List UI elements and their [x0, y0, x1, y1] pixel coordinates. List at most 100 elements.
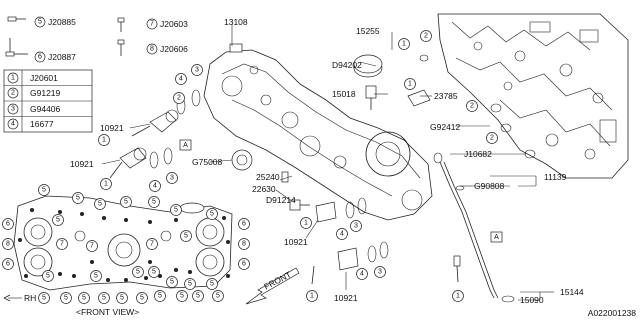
- callout-circle: [90, 270, 102, 282]
- callout-circle: [238, 258, 250, 270]
- part-label-g75008[interactable]: G75008: [192, 157, 223, 167]
- part-label-13108[interactable]: 13108: [224, 17, 248, 27]
- part-label-15018[interactable]: 15018: [332, 89, 356, 99]
- callout-number: 3: [378, 269, 382, 276]
- callout-circle: [42, 270, 54, 282]
- callout-circle: [176, 290, 188, 302]
- callout-number: 1: [102, 137, 106, 144]
- part-label-10921-mid[interactable]: 10921: [70, 159, 94, 169]
- callout-number: 2: [177, 95, 181, 102]
- callout-circle: [238, 238, 250, 250]
- callout-number: 5: [64, 295, 68, 302]
- legend-table: 1 J20601 2 G91219 3 G94406 4 16677: [3, 69, 93, 133]
- callout-number: 8: [242, 241, 246, 248]
- callout-circle: [212, 290, 224, 302]
- small-parts-drawing: [109, 54, 536, 303]
- oil-filler-cap-drawing: [353, 54, 383, 110]
- part-label-d91214[interactable]: D91214: [266, 195, 296, 205]
- callout-circle: [60, 292, 72, 304]
- callout-number: 5: [216, 293, 220, 300]
- part-label-15090[interactable]: 15090: [520, 295, 544, 305]
- callout-number: 1: [310, 293, 314, 300]
- callout-circle: [466, 100, 478, 112]
- callout-number: 5: [136, 269, 140, 276]
- part-label-g92412[interactable]: G92412: [430, 122, 461, 132]
- front-arrow-icon: [245, 267, 300, 305]
- callout-number: 5: [196, 293, 200, 300]
- callout-number: 7: [150, 241, 154, 248]
- callout-circle: [206, 208, 218, 220]
- callout-circle: [149, 180, 161, 192]
- callout-circle: [398, 38, 410, 50]
- bolt-icon: [117, 39, 125, 56]
- callout-circle: [38, 292, 50, 304]
- callout-number: 4: [340, 231, 344, 238]
- callout-number: 5: [42, 295, 46, 302]
- part-label-15144[interactable]: 15144: [560, 287, 584, 297]
- part-label-10921-bottom[interactable]: 10921: [334, 293, 358, 303]
- callout-circle: [38, 184, 50, 196]
- legend-circle-5: [34, 16, 46, 28]
- callout-number: 5: [56, 217, 60, 224]
- callout-circle: [173, 92, 185, 104]
- bolt-icon: [117, 17, 125, 32]
- legend-circle-8: [146, 43, 158, 55]
- callout-number: 5: [82, 295, 86, 302]
- callout-number: 5: [46, 273, 50, 280]
- callout-number: 5: [140, 295, 144, 302]
- legend-table-code-3: G94406: [30, 104, 61, 114]
- legend-code-j20606: J20606: [160, 44, 188, 54]
- callout-number: 5: [170, 279, 174, 286]
- callout-circle: [94, 198, 106, 210]
- legend-table-num-4: 4: [11, 121, 15, 128]
- legend-num-5: 5: [38, 19, 42, 26]
- callout-number: 5: [184, 233, 188, 240]
- callout-number: 3: [170, 175, 174, 182]
- part-label-23785[interactable]: 23785: [434, 91, 458, 101]
- legend-table-num-3: 3: [11, 106, 15, 113]
- part-label-10921-right[interactable]: 10921: [284, 237, 308, 247]
- part-label-10921-top[interactable]: 10921: [100, 123, 124, 133]
- part-label-25240[interactable]: 25240: [256, 172, 280, 182]
- callout-number: 5: [210, 211, 214, 218]
- part-label-15255[interactable]: 15255: [356, 26, 380, 36]
- legend-code-j20887: J20887: [48, 52, 76, 62]
- callout-number: 1: [104, 181, 108, 188]
- callout-circle: [2, 258, 14, 270]
- legend-num-8: 8: [150, 46, 154, 53]
- callout-number: 1: [408, 81, 412, 88]
- callout-number: 4: [360, 271, 364, 278]
- callout-circle: [206, 278, 218, 290]
- callout-number: 5: [188, 281, 192, 288]
- callout-circle: [175, 73, 187, 85]
- callout-circle: [2, 218, 14, 230]
- part-label-11139[interactable]: 11139: [544, 172, 567, 182]
- leader-lines: [8, 24, 554, 301]
- callout-circle: [238, 218, 250, 230]
- callout-number: 6: [242, 261, 246, 268]
- callout-number: 5: [152, 269, 156, 276]
- callout-circle: [356, 268, 368, 280]
- callout-circle: [170, 204, 182, 216]
- part-label-g90808[interactable]: G90808: [474, 181, 505, 191]
- front-label: FRONT: [262, 269, 293, 292]
- part-label-j10682[interactable]: J10682: [464, 149, 492, 159]
- callout-number: 7: [60, 241, 64, 248]
- callout-number: 1: [402, 41, 406, 48]
- legend-table-code-1: J20601: [30, 73, 58, 83]
- part-label-d94202[interactable]: D94202: [332, 60, 362, 70]
- ref-a-top: A: [183, 142, 188, 149]
- callout-circle: [166, 276, 178, 288]
- callout-circle: [154, 290, 166, 302]
- callout-number: 5: [210, 281, 214, 288]
- callout-number: 2: [490, 135, 494, 142]
- callout-number: 2: [470, 103, 474, 110]
- callout-number: 5: [180, 293, 184, 300]
- legend-table-code-2: G91219: [30, 88, 61, 98]
- diagram-id: A022001238: [588, 308, 636, 318]
- part-label-22630[interactable]: 22630: [252, 184, 276, 194]
- callout-circle: [72, 192, 84, 204]
- callout-number: 1: [304, 220, 308, 227]
